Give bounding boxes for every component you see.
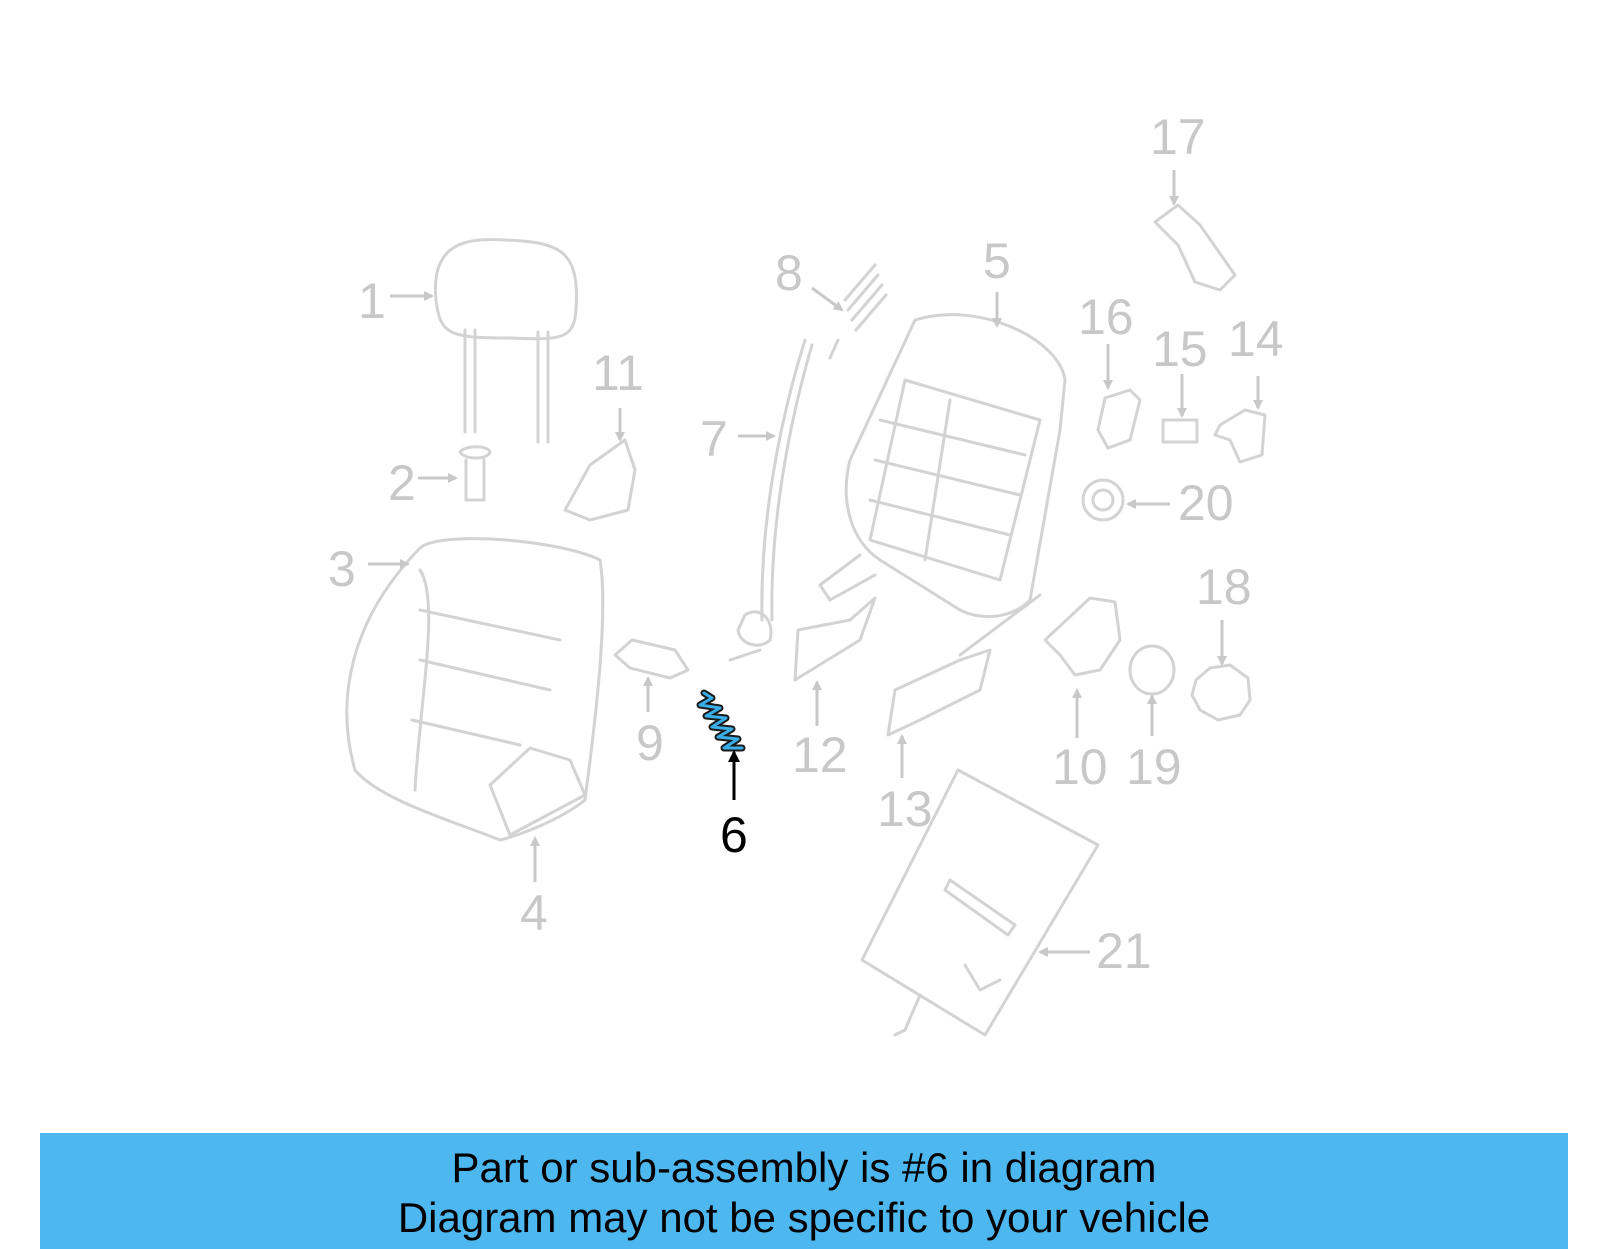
- callout-21: 21: [1096, 923, 1152, 979]
- part-16-cap: [1096, 388, 1142, 450]
- part-2-guide-sleeve: [458, 445, 492, 502]
- callout-16: 16: [1078, 289, 1134, 345]
- part-20-gear: [1081, 478, 1125, 522]
- part-1-headrest: [433, 238, 578, 444]
- part-18-knob: [1190, 663, 1252, 722]
- callout-6: 6: [720, 807, 748, 863]
- callout-7: 7: [700, 411, 728, 467]
- part-12-trim: [793, 596, 877, 682]
- part-13-hinge-plate: [886, 593, 1042, 737]
- part-21-heating-mat: [860, 768, 1100, 1037]
- part-3-backrest-cover: [345, 537, 605, 842]
- callout-14: 14: [1228, 311, 1284, 367]
- part-7-cable: [728, 338, 814, 662]
- banner-line-disclaimer: Diagram may not be specific to your vehi…: [397, 1194, 1211, 1241]
- part-17-cover: [1153, 203, 1237, 292]
- part-11-side-panel: [563, 438, 637, 522]
- part-10-recliner-cover: [1043, 596, 1122, 677]
- part-5-backrest-frame: [818, 313, 1067, 619]
- callout-labels: 1 2 3 4 5 6 7 8 9 10 11 12 13 14 15 16 1…: [328, 109, 1284, 979]
- callout-12: 12: [792, 727, 848, 783]
- callout-9: 9: [636, 715, 664, 771]
- leader-arrows: [368, 170, 1263, 957]
- callout-2: 2: [388, 455, 416, 511]
- part-14-handle: [1213, 408, 1267, 464]
- part-9-bracket: [613, 638, 690, 680]
- callout-13: 13: [877, 781, 933, 837]
- callout-17: 17: [1150, 109, 1206, 165]
- callout-4: 4: [520, 885, 548, 941]
- callout-1: 1: [358, 273, 386, 329]
- part-6-spring-highlighted: [696, 689, 746, 752]
- callout-10: 10: [1052, 739, 1108, 795]
- callout-3: 3: [328, 541, 356, 597]
- callout-19: 19: [1126, 739, 1182, 795]
- callout-11: 11: [592, 345, 644, 401]
- part-8-spring: [828, 263, 888, 360]
- banner-line-part-number: Part or sub-assembly is #6 in diagram: [451, 1144, 1157, 1191]
- part-15-clip: [1161, 418, 1199, 444]
- callout-18: 18: [1196, 559, 1252, 615]
- callout-20: 20: [1178, 475, 1234, 531]
- callout-8: 8: [775, 245, 803, 301]
- callout-5: 5: [983, 233, 1011, 289]
- callout-15: 15: [1152, 321, 1208, 377]
- part-19-ring: [1128, 644, 1176, 696]
- info-banner: Part or sub-assembly is #6 in diagram Di…: [40, 1133, 1568, 1249]
